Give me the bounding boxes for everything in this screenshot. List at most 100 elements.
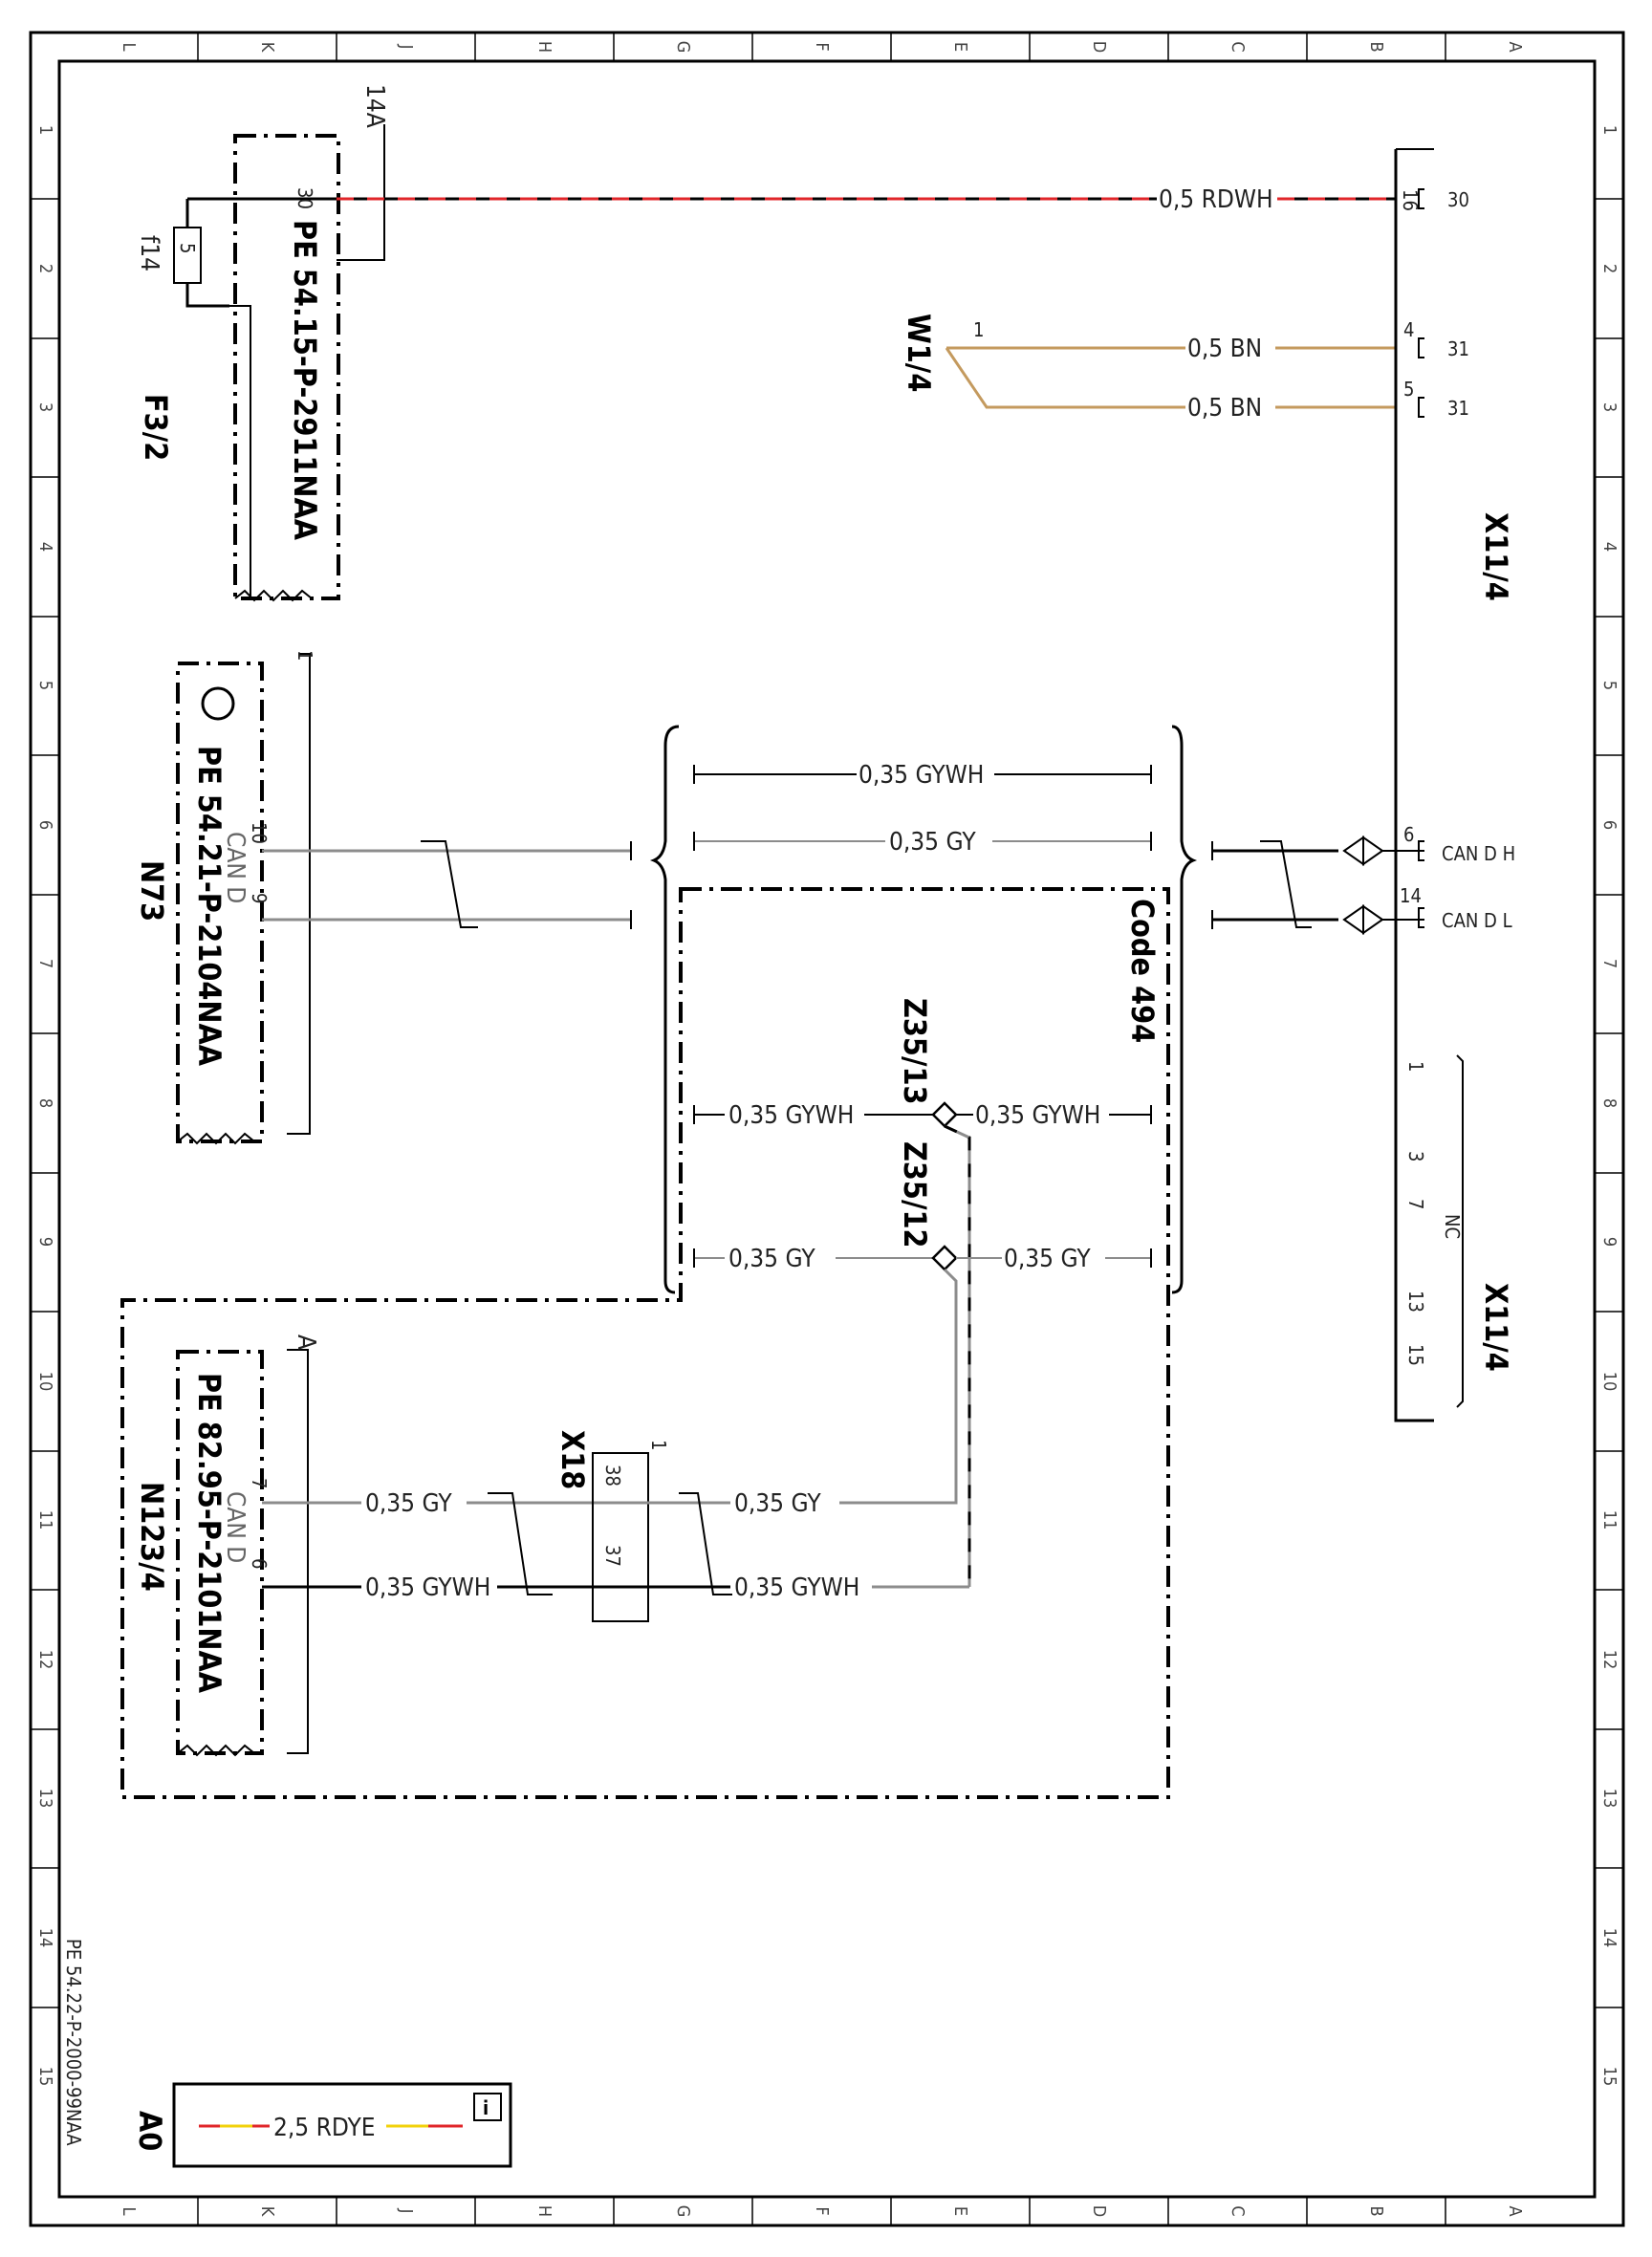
- x11-pin: 13: [1404, 1291, 1427, 1313]
- grid-row-label: 11: [35, 1510, 55, 1530]
- grid-col-label: D: [1089, 41, 1109, 53]
- grid-col-label: L: [119, 42, 139, 51]
- wire-n123-gy-label: 0,35 GY: [365, 1489, 452, 1518]
- grid-row-label: 9: [35, 1237, 55, 1247]
- wire-bn-1-label: 0,5 BN: [1187, 335, 1262, 363]
- x11-pin: 4: [1403, 318, 1414, 341]
- wire-z13-down-dash: [944, 1124, 971, 1587]
- row-labels-right: 1 2 3 4 5 6 7 8 9 10 11 12 13 14 15: [1599, 125, 1619, 2086]
- x18-id: X18: [554, 1430, 591, 1489]
- grid-col-label: K: [257, 42, 277, 53]
- column-labels-bottom: L K J H G F E D C B A: [119, 2205, 1525, 2218]
- x11-signal-can-l: CAN D L: [1442, 909, 1512, 932]
- grid-row-label: 10: [35, 1372, 55, 1392]
- n73-id: N73: [134, 860, 170, 922]
- n123-pin-a: 7: [248, 1478, 271, 1488]
- grid-row-label: 7: [1599, 959, 1619, 968]
- outer-frame: [29, 31, 1625, 2227]
- brace-left: [649, 725, 680, 1294]
- wire-bn-2: [945, 347, 1185, 409]
- x11-signal: 31: [1447, 397, 1469, 420]
- code-494-outline: [120, 887, 1170, 1799]
- grid-row-label: 1: [35, 125, 55, 135]
- grid-col-label: B: [1366, 2205, 1386, 2216]
- wire-x18-gywh-label: 0,35 GYWH: [734, 1573, 859, 1602]
- grid-row-label: 2: [1599, 264, 1619, 273]
- inner-frame: [57, 59, 1597, 2199]
- break-mark: [177, 1744, 255, 1757]
- n123-outline: [176, 1350, 264, 1755]
- twist-symbol: [421, 840, 478, 928]
- grid-row-label: 8: [35, 1098, 55, 1108]
- nc-label: NC: [1441, 1214, 1464, 1239]
- fuse-box-connector-label: 14A: [360, 84, 389, 128]
- n123-id: N123/4: [134, 1482, 170, 1592]
- column-dividers: [197, 33, 1446, 2225]
- nc-bracket: [1456, 1054, 1464, 1408]
- grid-col-label: D: [1089, 2205, 1109, 2217]
- n123-pin-b: 6: [248, 1558, 271, 1569]
- wire-gy-left-label: 0,35 GY: [728, 1245, 815, 1273]
- grid-row-label: 5: [35, 681, 55, 690]
- code-494-label: Code 494: [1124, 899, 1161, 1043]
- fuse-box-ref: PE 54.15-P-2911NAA: [287, 220, 323, 541]
- x11-pin: 14: [1400, 884, 1422, 907]
- twist-symbol: [1260, 840, 1312, 928]
- x11-pin: 7: [1404, 1199, 1427, 1209]
- document-ref: PE 54.22-P-2000-99NAA: [62, 1939, 85, 2146]
- info-icon-glyph: i: [483, 2096, 489, 2119]
- grid-col-label: C: [1228, 41, 1248, 52]
- x18-pin-b: 37: [601, 1545, 624, 1567]
- grid-row-label: 6: [35, 820, 55, 830]
- grid-row-label: 8: [1599, 1098, 1619, 1108]
- x18-pin-a: 38: [601, 1465, 624, 1487]
- grid-row-label: 7: [35, 959, 55, 968]
- grid-row-label: 15: [35, 2067, 55, 2087]
- x11-pin: 1: [1404, 1061, 1427, 1072]
- wire-rdwh-label: 0,5 RDWH: [1159, 185, 1273, 214]
- fuse-box-inner-wire: [229, 305, 251, 598]
- splice-z35-12-id: Z35/12: [897, 1141, 933, 1248]
- grid-row-label: 3: [1599, 402, 1619, 412]
- wire-n123-gywh-label: 0,35 GYWH: [365, 1573, 490, 1602]
- ground-point-id: W1/4: [901, 314, 937, 392]
- wire-gywh-right-label: 0,35 GYWH: [975, 1101, 1100, 1130]
- grid-row-label: 11: [1599, 1510, 1619, 1530]
- wire-gywh-top-label: 0,35 GYWH: [859, 761, 984, 790]
- grid-row-label: 1: [1599, 125, 1619, 135]
- grid-col-label: L: [119, 2206, 139, 2215]
- grid-row-label: 4: [35, 542, 55, 552]
- grid-col-label: F: [812, 2206, 832, 2215]
- x11-pin: 15: [1404, 1344, 1427, 1366]
- splice-z35-13-id: Z35/13: [897, 998, 933, 1105]
- grid-row-label: 2: [35, 264, 55, 273]
- wire-gywh-left-label: 0,35 GYWH: [728, 1101, 854, 1130]
- grid-col-label: C: [1228, 2205, 1248, 2216]
- fuse-symbol: [173, 227, 202, 284]
- grid-col-label: H: [534, 2205, 554, 2217]
- wire-z12-down: [943, 1268, 958, 1503]
- x18-connector: [592, 1452, 649, 1622]
- fuse-id: f14: [135, 235, 163, 271]
- n123-connector: A: [292, 1335, 320, 1350]
- column-labels-top: L K J H G F E D C B A: [119, 41, 1525, 54]
- grid-col-label: J: [396, 2208, 416, 2214]
- sheet-label: A0: [132, 2111, 168, 2151]
- grid-col-label: E: [950, 2206, 970, 2216]
- x11-pin: 5: [1403, 378, 1414, 401]
- grid-row-label: 6: [1599, 820, 1619, 830]
- break-mark: [234, 589, 313, 602]
- brace-right: [1171, 725, 1198, 1294]
- x11-id-top: X11/4: [1478, 512, 1514, 601]
- can-termination-h-icon: [1342, 836, 1384, 866]
- fuse-box-id: F3/2: [138, 394, 174, 461]
- n73-pin-l: 9: [248, 893, 271, 903]
- can-termination-l-icon: [1342, 904, 1384, 935]
- transistor-icon: [201, 686, 235, 721]
- grid-row-label: 14: [35, 1928, 55, 1948]
- x18-connector-num: 1: [647, 1440, 670, 1450]
- grid-row-label: 13: [35, 1789, 55, 1809]
- n123-bus: CAN D: [221, 1491, 250, 1563]
